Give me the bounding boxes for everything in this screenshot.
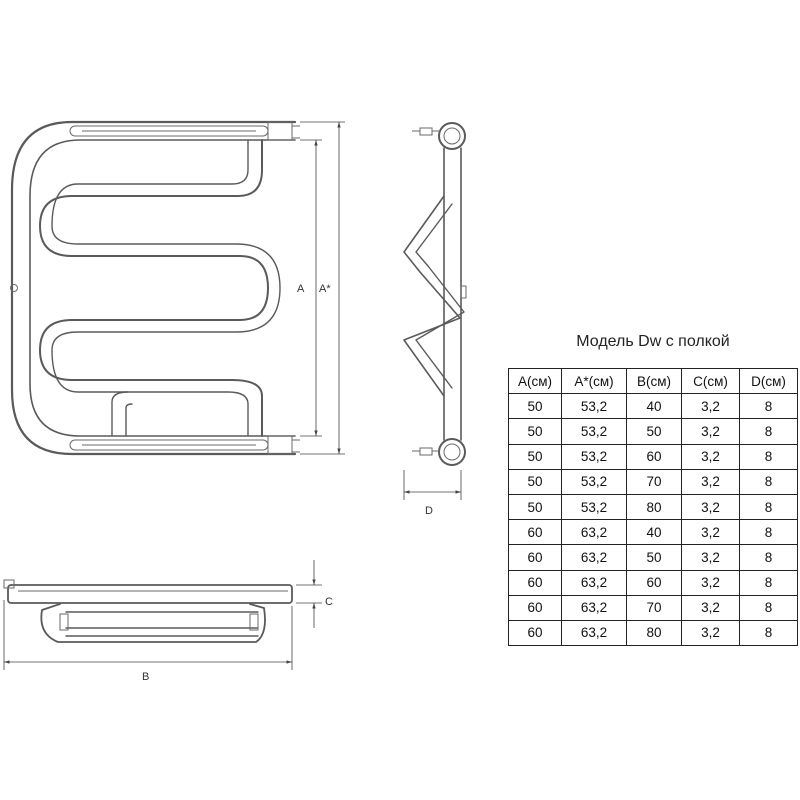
- table-cell: 50: [626, 544, 682, 571]
- table-cell: 50: [508, 443, 562, 470]
- table-cell: 8: [739, 594, 798, 621]
- front-dimensions: A A*: [297, 121, 345, 455]
- table-cell: 8: [739, 519, 798, 546]
- table-cell: 60: [508, 519, 562, 546]
- table-cell: 3,2: [681, 393, 740, 420]
- table-cell: 40: [626, 393, 682, 420]
- table-cell: 53,2: [561, 418, 627, 445]
- table-cell: 53,2: [561, 393, 627, 420]
- table-cell: 40: [626, 519, 682, 546]
- table-cell: 50: [508, 468, 562, 495]
- table-cell: 63,2: [561, 569, 627, 596]
- table-cell: 60: [508, 594, 562, 621]
- table-cell: 8: [739, 544, 798, 571]
- table-cell: 70: [626, 468, 682, 495]
- table-cell: 50: [626, 418, 682, 445]
- table-cell: 8: [739, 393, 798, 420]
- table-cell: 70: [626, 594, 682, 621]
- table-cell: 3,2: [681, 468, 740, 495]
- table-cell: 3,2: [681, 544, 740, 571]
- table-header-row: A(см) A*(см) B(см) C(см) D(см): [508, 367, 798, 395]
- table-cell: 63,2: [561, 619, 627, 647]
- table-cell: 80: [626, 493, 682, 521]
- dim-label-a-total: A*: [319, 283, 331, 295]
- column-header: B(см): [626, 367, 682, 395]
- dim-label-c: C: [325, 596, 333, 608]
- table-cell: 3,2: [681, 493, 740, 521]
- table-cell: 8: [739, 619, 798, 647]
- dim-label-b: B: [142, 671, 149, 683]
- table-cell: 63,2: [561, 594, 627, 621]
- table-cell: 60: [508, 619, 562, 647]
- table-cell: 53,2: [561, 443, 627, 470]
- table-cell: 60: [626, 443, 682, 470]
- table-cell: 50: [508, 393, 562, 420]
- table-cell: 50: [508, 418, 562, 445]
- table-cell: 8: [739, 468, 798, 495]
- table-cell: 3,2: [681, 519, 740, 546]
- table-cell: 3,2: [681, 443, 740, 470]
- table-cell: 60: [626, 569, 682, 596]
- table-cell: 3,2: [681, 569, 740, 596]
- table-title: Модель Dw с полкой: [576, 333, 730, 350]
- table-cell: 3,2: [681, 594, 740, 621]
- table-cell: 63,2: [561, 544, 627, 571]
- table-cell: 80: [626, 619, 682, 647]
- column-header: D(см): [739, 367, 798, 395]
- table-cell: 50: [508, 493, 562, 521]
- table-cell: 3,2: [681, 418, 740, 445]
- table-cell: 3,2: [681, 619, 740, 647]
- table-cell: 8: [739, 443, 798, 470]
- column-header: C(см): [681, 367, 740, 395]
- column-header: A(см): [508, 367, 562, 395]
- top-view: C B: [3, 560, 333, 683]
- table-cell: 63,2: [561, 519, 627, 546]
- table-cell: 60: [508, 544, 562, 571]
- table-cell: 53,2: [561, 468, 627, 495]
- table-cell: 60: [508, 569, 562, 596]
- dim-label-d: D: [425, 505, 433, 517]
- mount-hole-icon: [10, 284, 18, 292]
- side-view: D: [403, 122, 467, 517]
- table-cell: 8: [739, 418, 798, 445]
- front-view: [10, 120, 300, 456]
- column-header: A*(см): [561, 367, 627, 395]
- table-cell: 8: [739, 569, 798, 596]
- table-cell: 53,2: [561, 493, 627, 521]
- table-cell: 8: [739, 493, 798, 521]
- dim-label-a: A: [297, 283, 305, 295]
